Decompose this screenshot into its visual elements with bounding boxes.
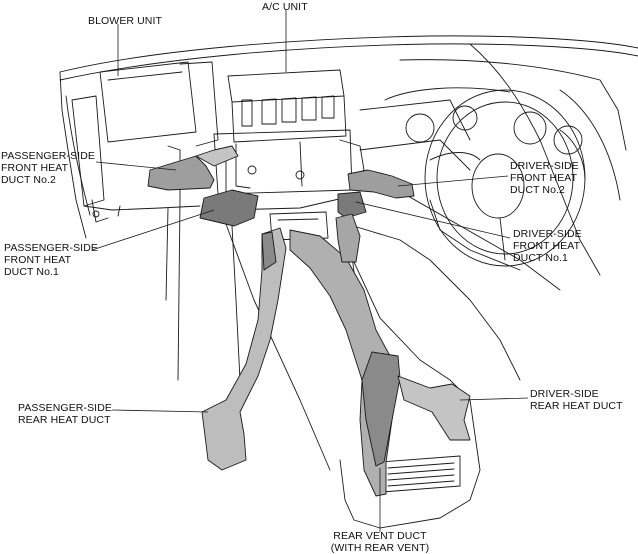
leader-lines [91, 10, 529, 532]
label-line: FRONT HEAT [510, 172, 578, 184]
passenger-rear-duct-inner [261, 231, 277, 271]
label-passenger-rear-duct: PASSENGER-SIDE REAR HEAT DUCT [18, 402, 112, 426]
label-line: DUCT No.1 [513, 252, 568, 264]
label-blower-unit-text: BLOWER UNIT [88, 15, 163, 27]
leader-driver-front-no2 [397, 175, 509, 187]
center-duct-connector [335, 213, 361, 263]
passenger-front-duct-no1-shape [199, 189, 259, 227]
dashboard-outline [59, 35, 638, 381]
label-line: DUCT No.1 [4, 266, 59, 278]
label-line: REAR HEAT DUCT [18, 414, 111, 426]
instrument-cluster [384, 87, 583, 155]
label-line: FRONT HEAT [513, 240, 581, 252]
label-passenger-front-duct-no1: PASSENGER-SIDE FRONT HEAT DUCT No.1 [4, 242, 98, 278]
rear-vent-duct-dark [361, 351, 401, 467]
passenger-front-duct-no2-shape [147, 155, 215, 191]
label-line: FRONT HEAT [4, 254, 72, 266]
passenger-rear-duct-shape [201, 227, 287, 471]
label-driver-rear-duct: DRIVER-SIDE REAR HEAT DUCT [530, 388, 623, 412]
leader-passenger-rear [111, 409, 209, 413]
label-line: PASSENGER-SIDE [18, 402, 112, 414]
label-rear-vent-duct: REAR VENT DUCT (WITH REAR VENT) [330, 530, 430, 554]
label-line: DRIVER-SIDE [513, 228, 582, 240]
label-line: REAR VENT DUCT [333, 530, 427, 542]
leader-driver-rear [459, 397, 529, 401]
label-ac-unit: A/C UNIT [262, 1, 308, 13]
driver-rear-duct-shape [397, 375, 471, 441]
driver-front-duct-no2-shape [347, 169, 415, 199]
label-line: DUCT No.2 [510, 184, 565, 196]
label-driver-front-duct-no1: DRIVER-SIDE FRONT HEAT DUCT No.1 [513, 228, 582, 264]
label-line: DRIVER-SIDE [510, 160, 579, 172]
passenger-front-duct-no2-neck [195, 145, 239, 167]
label-line: (WITH REAR VENT) [330, 542, 430, 554]
label-ac-unit-text: A/C UNIT [262, 1, 308, 13]
driver-front-duct-no1-shape [337, 191, 367, 219]
leader-passenger-front-no1 [91, 209, 215, 251]
steering-wheel [424, 89, 586, 267]
leader-driver-front-no1 [355, 201, 511, 239]
label-passenger-front-duct-no2: PASSENGER-SIDE FRONT HEAT DUCT No.2 [1, 150, 95, 186]
label-line: REAR HEAT DUCT [530, 400, 623, 412]
leader-passenger-front-no2 [95, 161, 177, 171]
label-line: DRIVER-SIDE [530, 388, 599, 400]
rear-vent-grille [379, 455, 461, 493]
label-line: PASSENGER-SIDE [1, 150, 95, 162]
label-line: DUCT No.2 [1, 174, 56, 186]
blower-unit-drawing [71, 61, 219, 223]
label-blower-unit: BLOWER UNIT [88, 15, 162, 27]
label-line: FRONT HEAT [1, 162, 69, 174]
support-frame [165, 199, 331, 471]
label-driver-front-duct-no2: DRIVER-SIDE FRONT HEAT DUCT No.2 [510, 160, 579, 196]
label-line: PASSENGER-SIDE [4, 242, 98, 254]
